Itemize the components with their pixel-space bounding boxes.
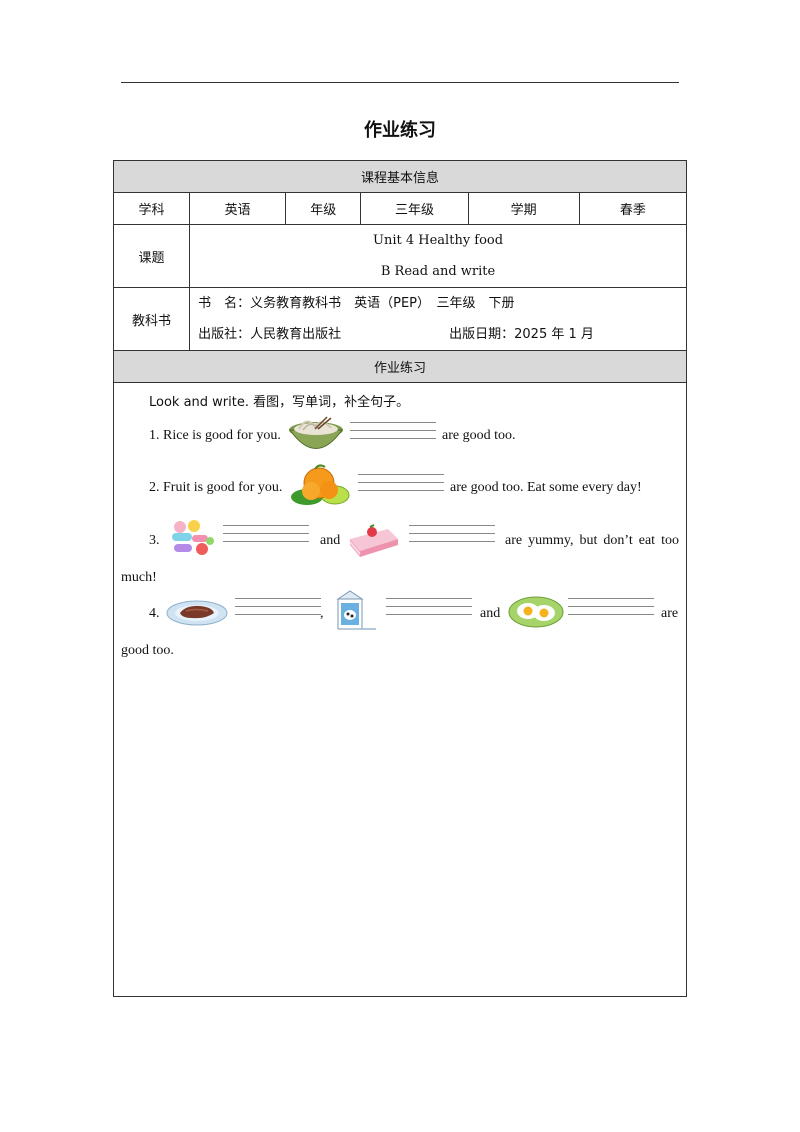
q1-lead: 1. Rice is good for you.: [149, 428, 281, 443]
textbook-label: 教科书: [112, 287, 191, 351]
meat-plate-icon: [166, 600, 228, 626]
topic-line-1: Unit 4 Healthy food: [373, 233, 504, 248]
header-rule: [121, 82, 679, 83]
candy-icon: [172, 520, 214, 555]
worksheet-table: 课程基本信息 学科 英语 年级 三年级 学期 春季 课题 Unit 4 Heal…: [112, 160, 688, 997]
q2-lead: 2. Fruit is good for you.: [149, 480, 283, 495]
subject-label: 学科: [112, 192, 191, 225]
q4-answer-blank-3[interactable]: [568, 598, 654, 622]
q4-answer-blank-1[interactable]: [235, 598, 321, 622]
fried-eggs-icon: [508, 596, 564, 628]
subject-value: 英语: [189, 192, 287, 225]
oranges-icon: [291, 464, 350, 505]
q3-number: 3.: [149, 533, 160, 548]
q4-number: 4.: [149, 606, 160, 621]
exercise-area: Look and write. 看图，写单词，补全句子。 1. Rice is …: [113, 382, 687, 997]
q4-and: and: [480, 606, 501, 621]
q3-continuation: much!: [121, 570, 157, 585]
q3-and: and: [320, 533, 341, 548]
publisher: 出版社：人民教育出版社: [198, 327, 342, 342]
section-header-basic: 课程基本信息: [113, 160, 687, 193]
page-title: 作业练习: [364, 120, 436, 141]
section-header-exercise: 作业练习: [113, 350, 687, 383]
q2-tail: are good too. Eat some every day!: [450, 480, 642, 495]
q4-comma: ,: [320, 606, 324, 621]
publisher-row: 出版社：人民教育出版社 出版日期：2025 年 1 月: [198, 319, 686, 350]
book-name: 书 名：义务教育教科书 英语（PEP） 三年级 下册: [198, 296, 515, 311]
q4-tail: are: [661, 606, 679, 621]
q3-answer-blank-1[interactable]: [223, 525, 309, 549]
q4-continuation: good too.: [121, 643, 174, 658]
topic-line-2: B Read and write: [380, 264, 496, 279]
term-value: 春季: [578, 192, 688, 225]
q2-answer-blank[interactable]: [358, 474, 444, 498]
grade-label: 年级: [285, 192, 362, 225]
q1-tail: are good too.: [442, 428, 516, 443]
q4-answer-blank-2[interactable]: [386, 598, 472, 622]
q1-answer-blank[interactable]: [350, 422, 436, 446]
topic-value: Unit 4 Healthy food B Read and write: [189, 224, 687, 288]
milk-carton-icon: [336, 590, 376, 630]
instruction: Look and write. 看图，写单词，补全句子。: [149, 395, 410, 410]
noodles-bowl-icon: [289, 416, 343, 449]
grade-value: 三年级: [360, 192, 469, 225]
publish-date: 出版日期：2025 年 1 月: [449, 327, 594, 342]
cake-icon: [349, 524, 398, 557]
textbook-info: 书 名：义务教育教科书 英语（PEP） 三年级 下册 出版社：人民教育出版社出版…: [189, 287, 687, 351]
topic-label: 课题: [112, 224, 191, 288]
term-label: 学期: [467, 192, 580, 225]
q3-answer-blank-2[interactable]: [409, 525, 495, 549]
